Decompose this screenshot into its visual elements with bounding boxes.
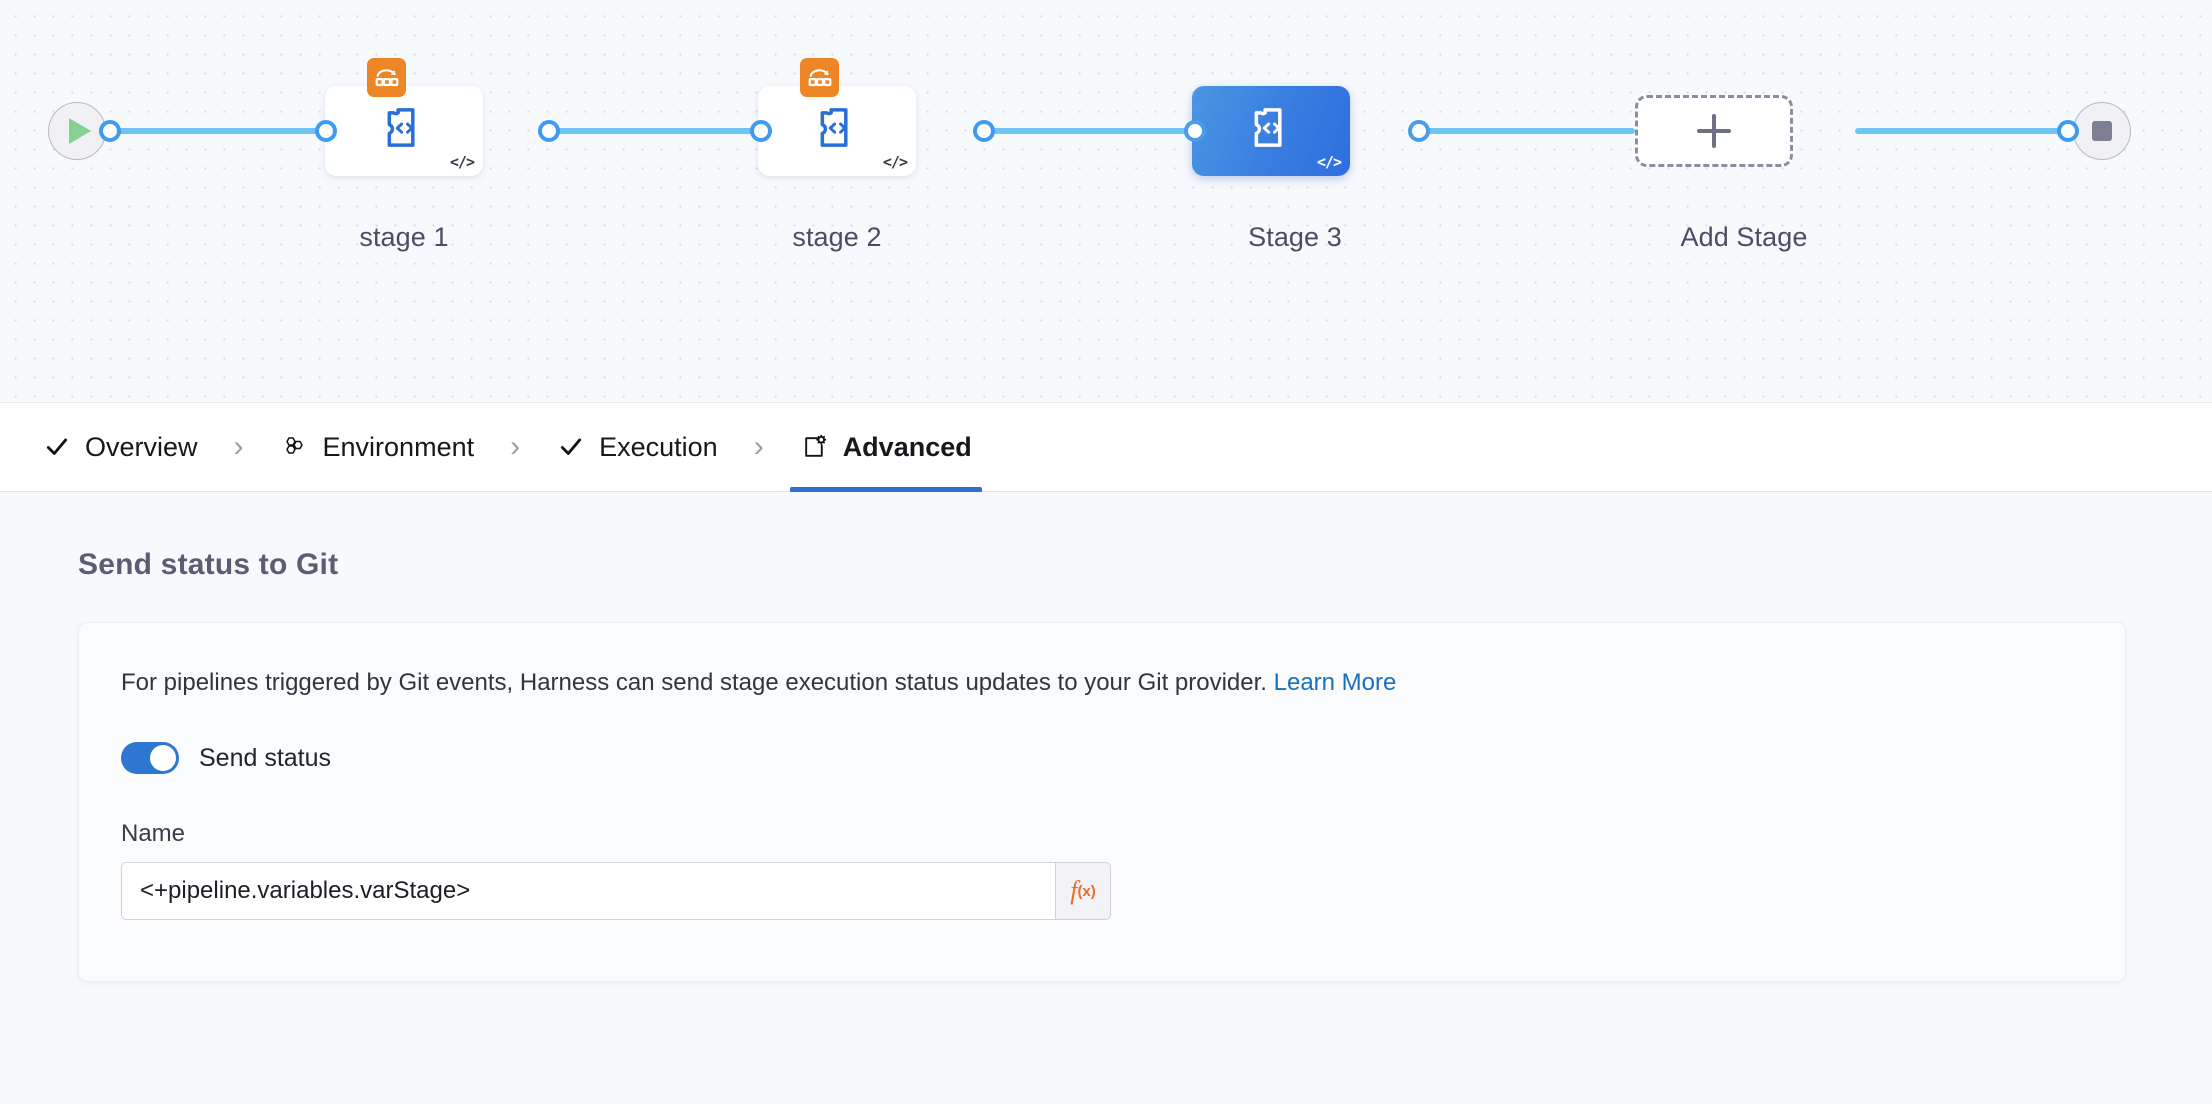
stage-node-1[interactable]: </> [325, 58, 483, 176]
custom-stage-icon [1249, 106, 1293, 155]
connector-stage1-to-stage2 [545, 128, 757, 134]
stage-label-1: stage 1 [359, 222, 449, 252]
stage2-port-in[interactable] [750, 120, 772, 142]
send-status-description: For pipelines triggered by Git events, H… [121, 667, 2125, 698]
stage1-port-in[interactable] [315, 120, 337, 142]
hexagons-icon [280, 432, 310, 462]
connector-start-to-stage1 [110, 128, 326, 134]
check-icon [42, 432, 72, 462]
pipeline-end-node[interactable] [2073, 102, 2131, 160]
pipeline-start-node[interactable] [48, 102, 106, 160]
matrix-looping-badge-icon [367, 58, 406, 97]
stage-label-2: stage 2 [792, 222, 882, 252]
fx-label: f [1070, 876, 1078, 906]
name-field-label: Name [121, 820, 186, 848]
send-status-toggle-row: Send status [121, 742, 2125, 775]
tab-overview[interactable]: Overview [32, 403, 208, 492]
learn-more-link[interactable]: Learn More [1273, 669, 1397, 696]
expression-fx-button[interactable]: f(x) [1055, 862, 1111, 921]
tab-environment[interactable]: Environment [270, 403, 485, 492]
tab-execution-label: Execution [599, 431, 718, 462]
play-icon [69, 118, 91, 144]
send-status-card: For pipelines triggered by Git events, H… [78, 622, 2126, 982]
tab-separator-chevron-icon: › [510, 430, 521, 463]
stage-label-3: Stage 3 [1248, 222, 1342, 252]
matrix-looping-badge-icon [800, 58, 839, 97]
tab-separator-chevron-icon: › [233, 430, 244, 463]
tab-overview-label: Overview [85, 431, 198, 462]
stop-icon [2092, 121, 2112, 141]
toggle-knob [150, 745, 176, 772]
stage-node-3[interactable]: </> [1192, 86, 1350, 176]
send-status-toggle-label: Send status [199, 743, 332, 772]
stage3-port-out[interactable] [1408, 120, 1430, 142]
stage-code-badge-1: </> [449, 153, 475, 171]
advanced-gear-icon [800, 432, 830, 462]
connector-stage3-to-addstage [1420, 128, 1635, 134]
stage-node-2[interactable]: </> [758, 58, 916, 176]
check-icon [556, 432, 586, 462]
tab-advanced[interactable]: Advanced [789, 403, 982, 492]
connector-addstage-to-end [1855, 128, 2070, 134]
add-stage-label: Add Stage [1680, 222, 1808, 252]
name-field-row: f(x) [121, 862, 1111, 921]
pipeline-canvas[interactable]: </> stage 1 </> stage 2 [0, 0, 2212, 403]
tab-separator-chevron-icon: › [753, 430, 764, 463]
stage-code-badge-2: </> [882, 153, 908, 171]
advanced-panel: Send status to Git For pipelines trigger… [0, 492, 2212, 1104]
name-input[interactable] [121, 862, 1055, 921]
start-node-port[interactable] [99, 120, 121, 142]
tab-advanced-label: Advanced [842, 431, 972, 462]
stage2-port-out[interactable] [973, 120, 995, 142]
tab-execution[interactable]: Execution [546, 403, 728, 492]
add-stage-node[interactable] [1635, 95, 1793, 167]
stage1-port-out[interactable] [538, 120, 560, 142]
custom-stage-icon [382, 106, 426, 155]
send-status-toggle[interactable] [121, 742, 179, 775]
description-text: For pipelines triggered by Git events, H… [121, 669, 1267, 696]
stage3-port-in[interactable] [1184, 120, 1206, 142]
stage-code-badge-3: </> [1316, 153, 1342, 171]
custom-stage-icon [815, 106, 859, 155]
stage-tab-bar: Overview › Environment › Execution › Adv… [0, 403, 2212, 492]
connector-stage2-to-stage3 [980, 128, 1192, 134]
plus-icon [1697, 114, 1731, 148]
tab-environment-label: Environment [322, 431, 475, 462]
page-title: Send status to Git [78, 548, 339, 581]
end-node-port[interactable] [2057, 120, 2079, 142]
